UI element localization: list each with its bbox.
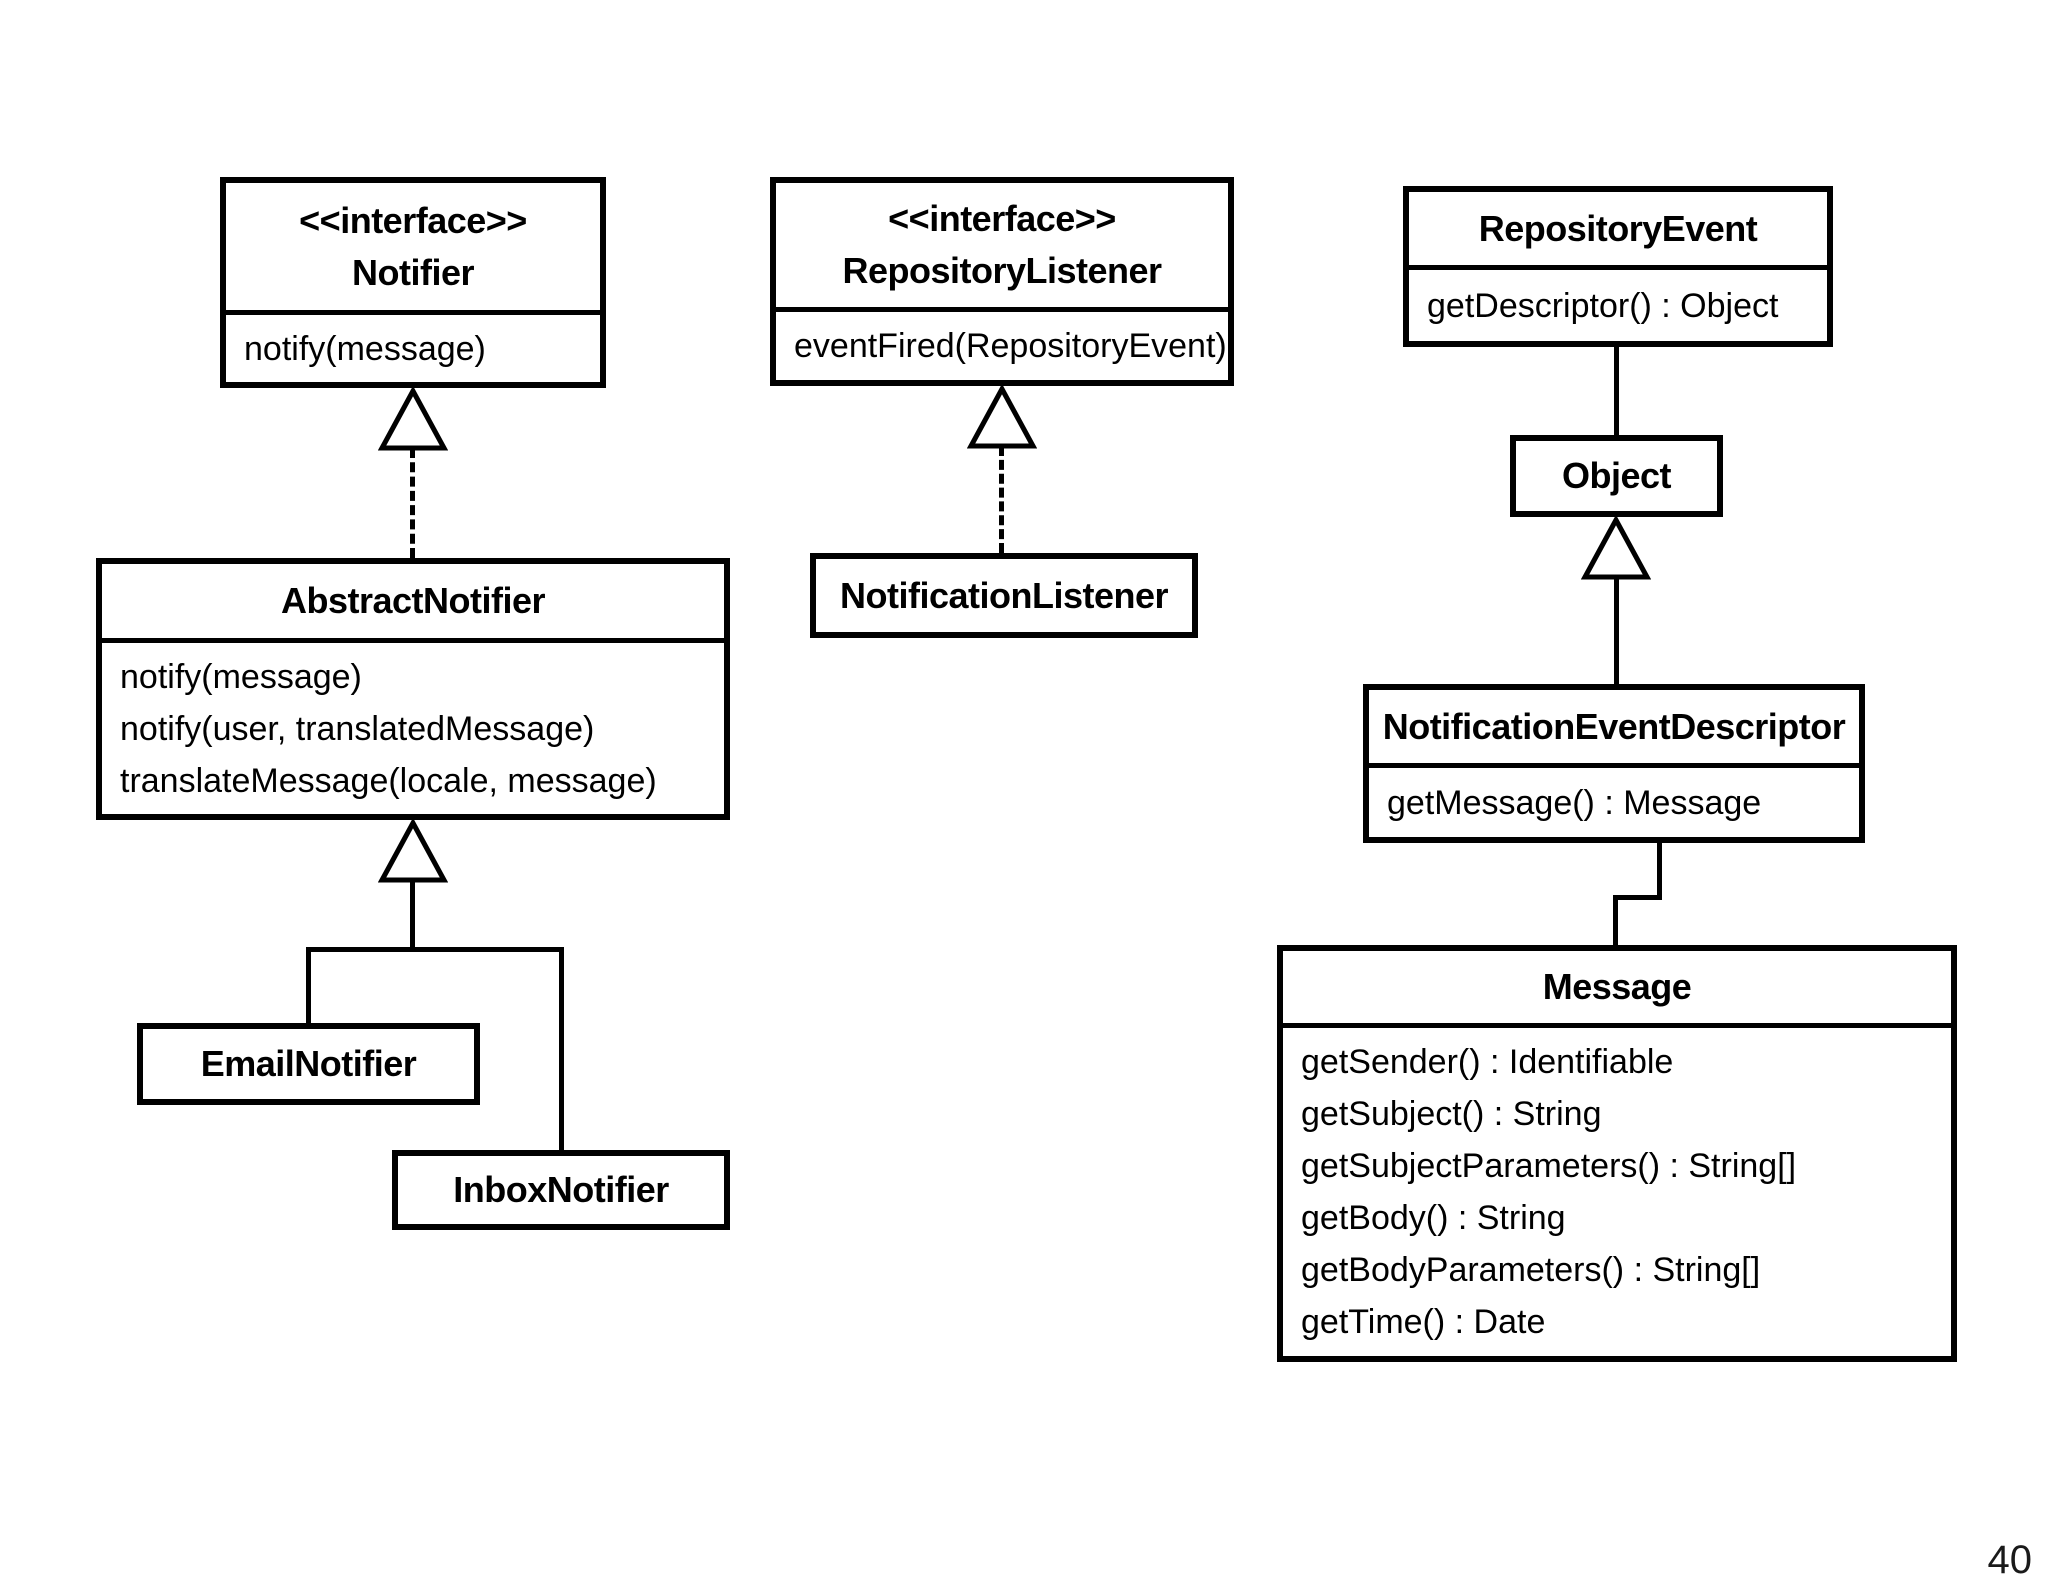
- class-name: NotificationListener: [839, 574, 1169, 616]
- class-box-inbox-notifier: InboxNotifier: [392, 1150, 730, 1230]
- hollow-triangle-arrowhead: [1581, 517, 1651, 580]
- method-item: getSubject() : String: [1301, 1095, 1602, 1133]
- class-box-notification-listener: NotificationListener: [810, 553, 1198, 638]
- generalization-line: [410, 878, 415, 952]
- page-number: 40: [1987, 1538, 2033, 1582]
- class-name: EmailNotifier: [200, 1043, 417, 1084]
- class-box-abstract-notifier: AbstractNotifier notify(message) notify(…: [96, 558, 730, 820]
- class-box-repository-listener: <<interface>> RepositoryListener eventFi…: [770, 177, 1234, 386]
- class-name: AbstractNotifier: [280, 580, 546, 621]
- class-name: InboxNotifier: [453, 1169, 669, 1210]
- method-item: getSender() : Identifiable: [1301, 1043, 1674, 1081]
- association-line: [1614, 347, 1619, 435]
- method-item: getTime() : Date: [1301, 1303, 1546, 1341]
- class-name: Message: [1542, 966, 1692, 1007]
- class-box-object: Object: [1510, 435, 1723, 517]
- class-box-notification-event-descriptor: NotificationEventDescriptor getMessage()…: [1363, 684, 1865, 843]
- method-item: getMessage() : Message: [1387, 783, 1762, 822]
- class-box-repository-event: RepositoryEvent getDescriptor() : Object: [1403, 186, 1833, 347]
- method-item: notify(message): [120, 657, 362, 696]
- class-name: Notifier: [352, 251, 475, 293]
- method-item: getDescriptor() : Object: [1427, 286, 1779, 325]
- method-item: translateMessage(locale, message): [120, 761, 657, 800]
- generalization-line: [559, 947, 564, 1150]
- generalization-line: [1614, 575, 1619, 684]
- method-item: notify(user, translatedMessage): [120, 709, 595, 748]
- generalization-line: [306, 947, 564, 952]
- stereotype-label: <<interface>>: [299, 199, 527, 241]
- class-name: RepositoryEvent: [1478, 207, 1758, 249]
- class-name: RepositoryListener: [842, 250, 1162, 291]
- hollow-triangle-arrowhead: [378, 388, 448, 451]
- hollow-triangle-arrowhead: [967, 386, 1037, 449]
- method-item: getBody() : String: [1301, 1199, 1566, 1237]
- method-item: notify(message): [244, 329, 486, 368]
- hollow-triangle-arrowhead: [378, 820, 448, 883]
- generalization-line: [306, 947, 311, 1023]
- association-line: [1613, 895, 1662, 900]
- association-line: [1657, 843, 1662, 900]
- stereotype-label: <<interface>>: [888, 198, 1116, 239]
- class-name: Object: [1561, 455, 1672, 496]
- method-item: eventFired(RepositoryEvent): [794, 327, 1227, 365]
- method-item: getSubjectParameters() : String[]: [1301, 1147, 1797, 1185]
- association-line: [1613, 895, 1618, 945]
- class-box-notifier: <<interface>> Notifier notify(message): [220, 177, 606, 388]
- class-name: NotificationEventDescriptor: [1382, 705, 1846, 747]
- method-item: getBodyParameters() : String[]: [1301, 1251, 1761, 1289]
- class-box-email-notifier: EmailNotifier: [137, 1023, 480, 1105]
- class-box-message: Message getSender() : Identifiable getSu…: [1277, 945, 1957, 1362]
- realization-dashed-line: [410, 448, 415, 558]
- realization-dashed-line: [999, 446, 1004, 553]
